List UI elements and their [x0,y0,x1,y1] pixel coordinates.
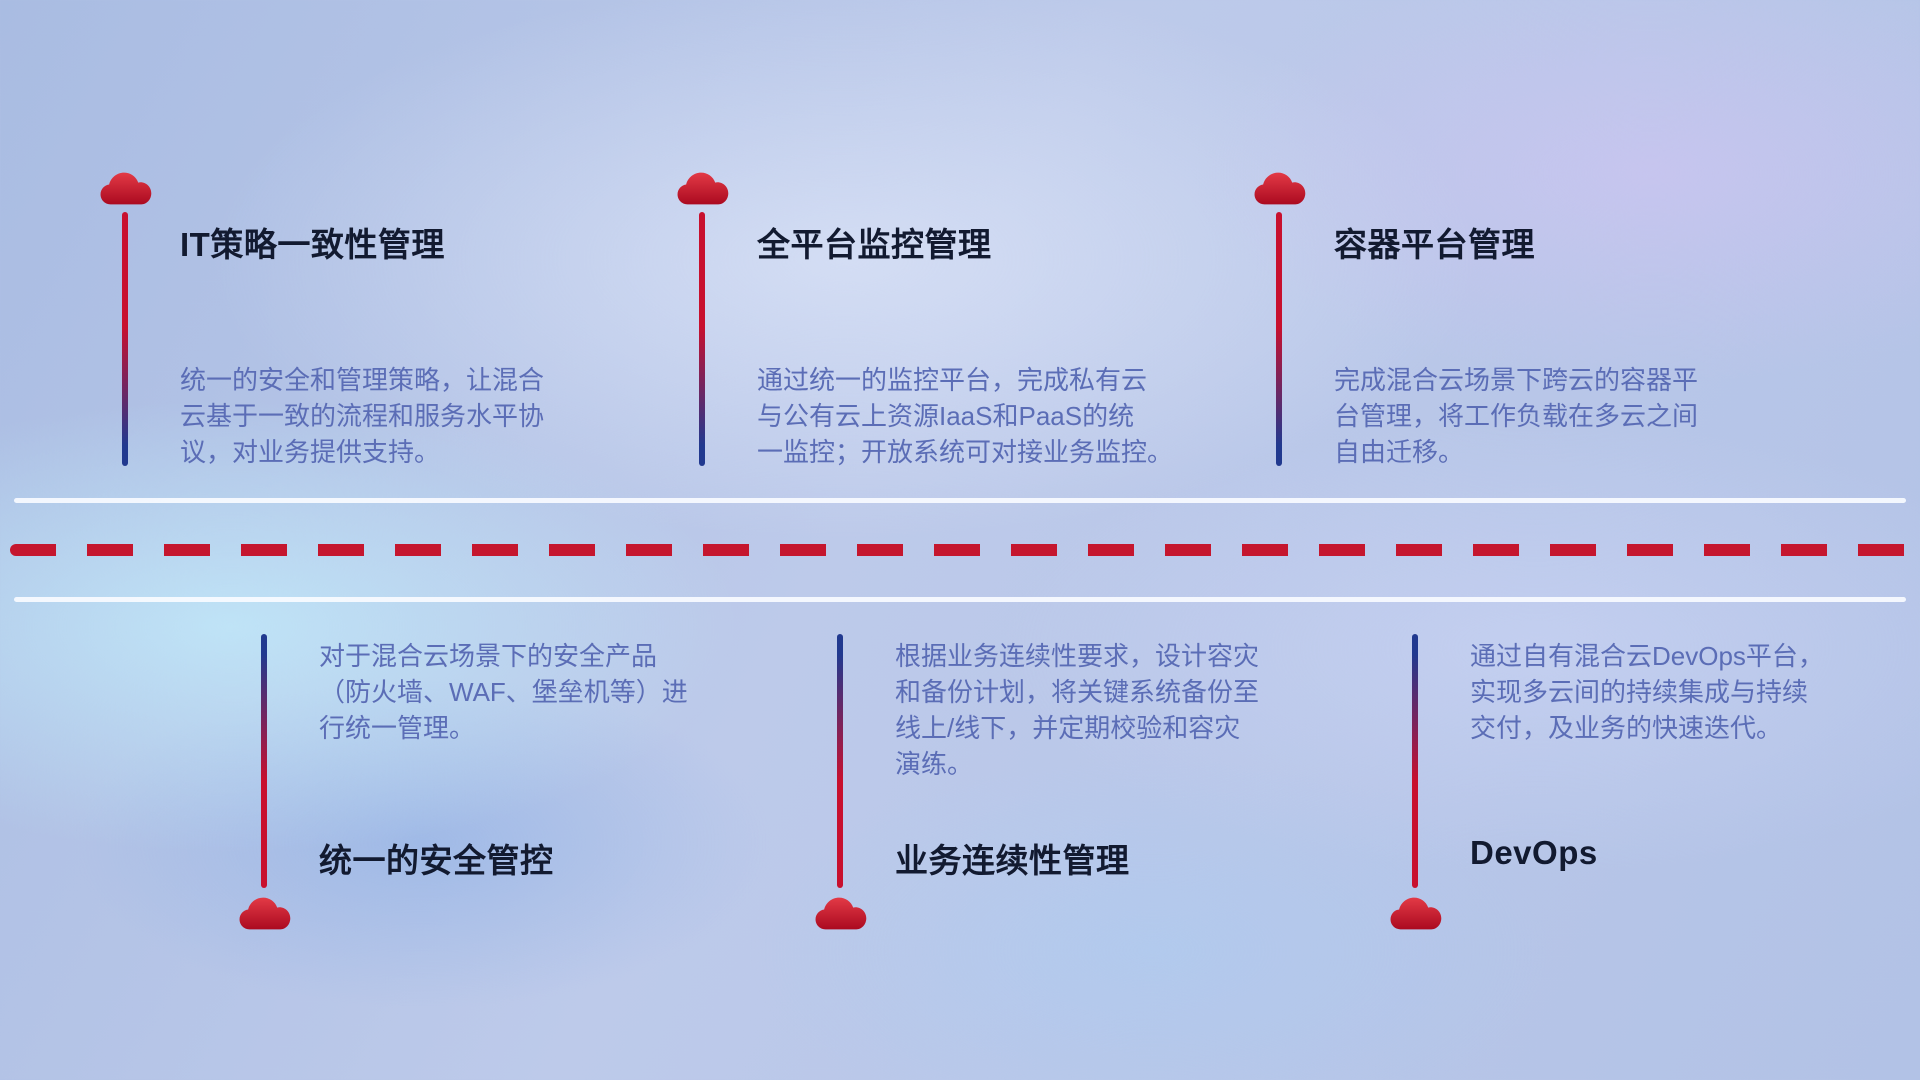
timeline-connector [261,634,267,888]
item-title: 统一的安全管控 [319,842,554,879]
item-description: 根据业务连续性要求，设计容灾 和备份计划，将关键系统备份至 线上/线下，并定期校… [895,641,1260,779]
cloud-icon [677,172,729,205]
divider-line-bottom [14,597,1906,602]
timeline-connector [699,212,705,466]
timeline-connector [837,634,843,888]
item-title: DevOps [1470,834,1598,871]
timeline-connector [122,212,128,466]
cloud-icon [100,172,152,205]
timeline-connector [1276,212,1282,466]
cloud-icon [1390,897,1442,930]
cloud-icon [1254,172,1306,205]
cloud-icon [239,897,291,930]
cloud-icon [815,897,867,930]
item-description: 统一的安全和管理策略，让混合 云基于一致的流程和服务水平协 议，对业务提供支持。 [180,365,545,467]
item-description: 对于混合云场景下的安全产品 （防火墙、WAF、堡垒机等）进 行统一管理。 [319,641,688,743]
item-title: 业务连续性管理 [895,842,1130,879]
item-description: 通过自有混合云DevOps平台， 实现多云间的持续集成与持续 交付，及业务的快速… [1470,641,1824,743]
item-description: 完成混合云场景下跨云的容器平 台管理，将工作负载在多云之间 自由迁移。 [1334,365,1699,467]
item-title: 容器平台管理 [1334,226,1535,263]
divider-dashed-line [10,544,1910,556]
item-title: 全平台监控管理 [757,226,992,263]
timeline-connector [1412,634,1418,888]
divider-line-top [14,498,1906,503]
item-description: 通过统一的监控平台，完成私有云 与公有云上资源IaaS和PaaS的统 一监控；开… [757,365,1174,467]
item-title: IT策略一致性管理 [180,226,445,263]
